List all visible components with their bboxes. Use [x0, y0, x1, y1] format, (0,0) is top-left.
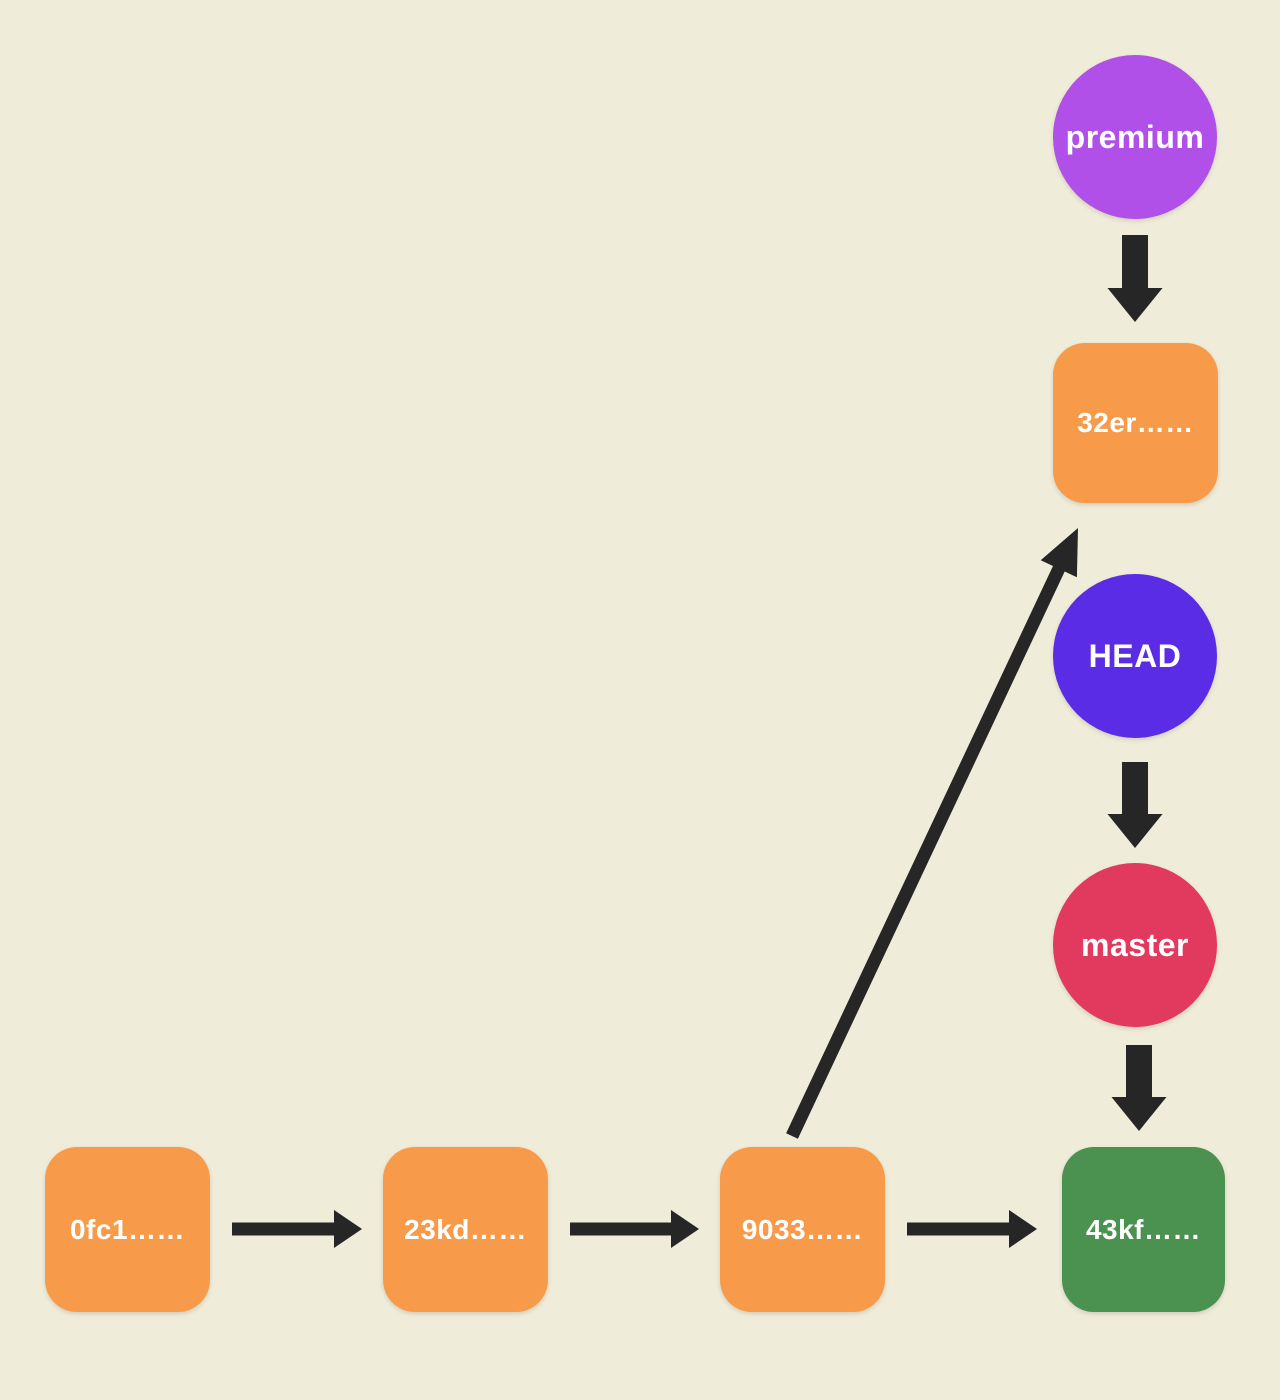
edge-9033-to-43kf [907, 1210, 1037, 1248]
branch-node-premium-label: premium [1065, 118, 1205, 155]
head-node: HEAD [1053, 574, 1217, 738]
commit-node-9033: 9033…… [720, 1147, 885, 1312]
commit-node-0fc1: 0fc1…… [45, 1147, 210, 1312]
edge-0fc1-to-23kd [232, 1210, 362, 1248]
commit-node-43kf-label: 43kf…… [1085, 1213, 1202, 1245]
edge-master-to-43kf [1111, 1045, 1167, 1131]
branch-node-master-label: master [1081, 926, 1189, 963]
commit-node-23kd: 23kd…… [383, 1147, 548, 1312]
edge-head-to-master [1107, 762, 1163, 848]
commit-node-9033-label: 9033…… [741, 1213, 864, 1245]
commit-node-43kf: 43kf…… [1062, 1147, 1225, 1312]
edge-23kd-to-9033 [570, 1210, 699, 1248]
commit-node-32er: 32er…… [1053, 343, 1218, 503]
branch-node-master: master [1053, 863, 1217, 1027]
branch-node-premium: premium [1053, 55, 1217, 219]
head-node-label: HEAD [1088, 637, 1182, 674]
edge-premium-to-32er [1107, 235, 1163, 322]
commit-node-32er-label: 32er…… [1077, 407, 1194, 438]
commit-node-0fc1-label: 0fc1…… [69, 1213, 186, 1245]
edge-9033-to-32er [786, 528, 1078, 1139]
commit-node-23kd-label: 23kd…… [404, 1213, 527, 1245]
